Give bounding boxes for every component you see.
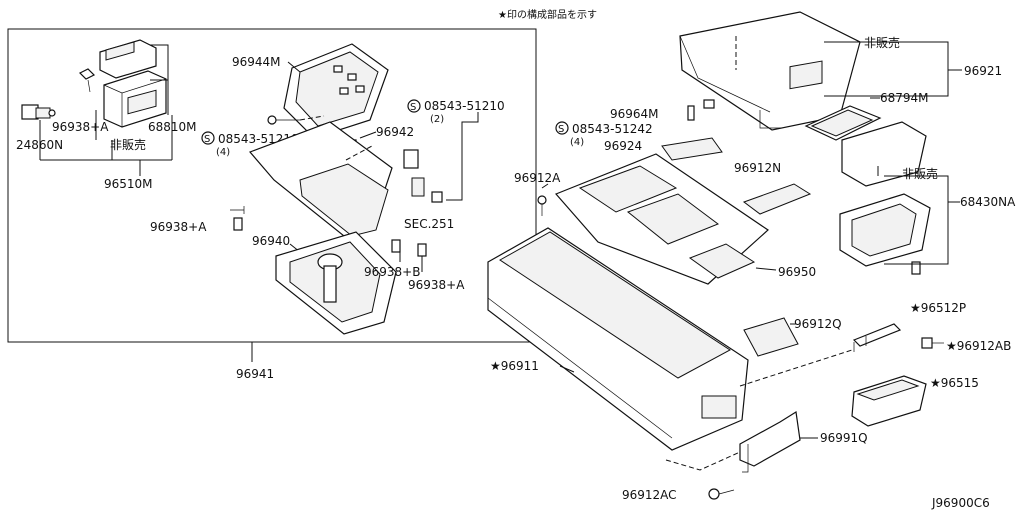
part-68794M-vent [804, 105, 882, 141]
label-hanbai-left: 非販売 [110, 137, 146, 152]
group-frame-96941 [7, 28, 537, 343]
label-96950: 96950 [778, 265, 816, 279]
part-96941-housing [275, 231, 397, 335]
part-96912AB-screw [921, 337, 944, 349]
label-96940: 96940 [252, 234, 290, 248]
part-sec251-switch [403, 149, 443, 203]
label-bolt-right-qty: (4) [570, 137, 584, 148]
label-96912Q: 96912Q [794, 317, 842, 331]
svg-text:S: S [558, 124, 564, 135]
part-96912AC-screw [708, 488, 735, 500]
label-96941: 96941 [236, 367, 274, 381]
label-hanbai-top: 非販売 [864, 35, 900, 50]
label-68794M: 68794M [880, 91, 929, 105]
part-96940-finisher [248, 121, 393, 237]
part-96912A-screw [537, 195, 547, 216]
label-68810M: 68810M [148, 120, 197, 134]
part-96938A-clip-low [417, 243, 427, 257]
svg-text:S: S [410, 102, 416, 113]
diagram-id: J96900C6 [931, 496, 990, 510]
part-96964M-stud [687, 99, 715, 121]
label-sec251: SEC.251 [404, 217, 454, 231]
label-96942: 96942 [376, 125, 414, 139]
label-96938A-mid: 96938+A [150, 220, 207, 234]
label-bolt-mid: 08543-51210 [424, 99, 505, 113]
label-96938A-low: 96938+A [408, 278, 465, 292]
part-96938B-clip [391, 239, 401, 253]
bolt-08543-51242-right: S [555, 121, 569, 135]
screw-left [267, 115, 300, 125]
part-96515-tray [851, 375, 927, 427]
part-cover-top [99, 39, 157, 79]
part-24860N [21, 104, 56, 120]
label-hanbai-right: 非販売 [902, 166, 938, 181]
label-96912AB: ★96912AB [946, 339, 1011, 353]
part-96924-pad [661, 137, 723, 161]
part-96950-console-top [554, 153, 769, 285]
part-96912Q-plate [743, 317, 799, 357]
label-96911: ★96911 [490, 359, 539, 373]
part-96912N-plate [742, 183, 812, 215]
label-96944M: 96944M [232, 55, 281, 69]
label-96912N: 96912N [734, 161, 781, 175]
part-68430NA-pocket [839, 121, 931, 275]
part-96512P-bracket [852, 323, 902, 352]
bolt-08543-51210-mid: S [407, 99, 421, 113]
label-96510M: 96510M [104, 177, 153, 191]
part-96938A-clip-top [78, 68, 96, 93]
part-96938A-clip-mid [233, 217, 243, 231]
part-96911-console-body [487, 227, 749, 451]
part-96991Q-bracket [739, 411, 801, 473]
label-68430NA: 68430NA [960, 195, 1016, 209]
part-96944M [283, 43, 389, 139]
bolt-08543-51210-left: S [201, 131, 215, 145]
label-bolt-mid-qty: (2) [430, 114, 444, 125]
label-96964M: 96964M [610, 107, 659, 121]
label-96938A-top: 96938+A [52, 120, 109, 134]
label-bolt-left-qty: (4) [216, 147, 230, 158]
label-96912A: 96912A [514, 171, 561, 185]
part-96921-armrest [679, 11, 861, 131]
label-96921: 96921 [964, 64, 1002, 78]
label-bolt-right: 08543-51242 [572, 122, 653, 136]
label-96515: ★96515 [930, 376, 979, 390]
legend-note: ★印の構成部品を示す [498, 8, 597, 21]
label-96924: 96924 [604, 139, 642, 153]
label-96512P: ★96512P [910, 301, 966, 315]
svg-text:S: S [204, 134, 210, 145]
label-24860N: 24860N [16, 138, 63, 152]
part-68810M [103, 70, 167, 128]
label-96938B: 96938+B [364, 265, 420, 279]
label-96991Q: 96991Q [820, 431, 868, 445]
label-96912AC: 96912AC [622, 488, 677, 502]
